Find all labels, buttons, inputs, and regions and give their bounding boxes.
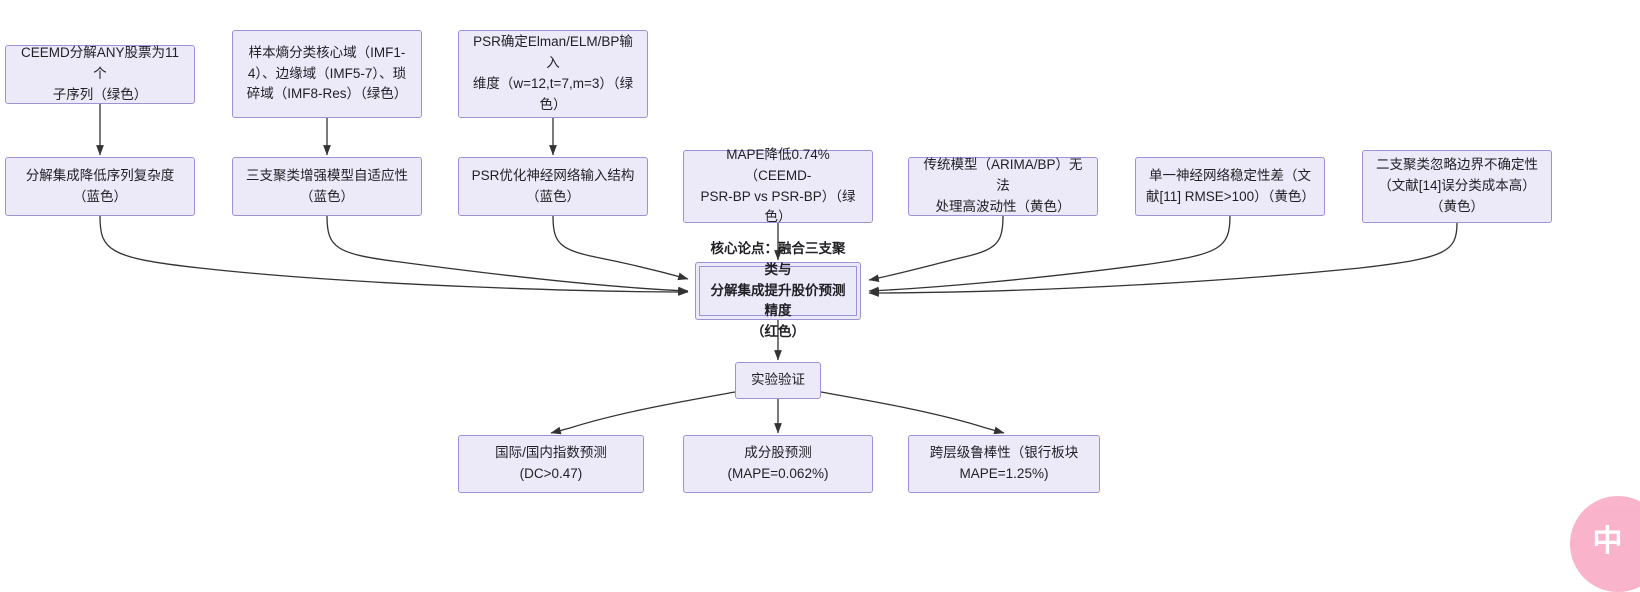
- node-label: CEEMD分解ANY股票为11个 子序列（绿色）: [20, 45, 180, 102]
- node-sample-entropy-classification[interactable]: 样本熵分类核心域（IMF1- 4）、边缘域（IMF5-7）、琐 碎域（IMF8-…: [232, 30, 422, 118]
- node-label: 跨层级鲁棒性（银行板块 MAPE=1.25%): [929, 445, 1079, 481]
- node-label: 国际/国内指数预测 (DC>0.47): [495, 445, 607, 481]
- node-label: 传统模型（ARIMA/BP）无法 处理高波动性（黄色）: [923, 157, 1083, 214]
- node-experimental-verification[interactable]: 实验验证: [735, 362, 821, 399]
- node-label: 成分股预测 (MAPE=0.062%): [727, 445, 829, 481]
- edge-n5-core: [326, 215, 689, 295]
- node-two-way-clustering-limitation[interactable]: 二支聚类忽略边界不确定性 （文献[14]误分类成本高） （黄色）: [1362, 150, 1552, 223]
- node-label: 三支聚类增强模型自适应性 （蓝色）: [246, 167, 408, 204]
- node-label: 分解集成降低序列复杂度 （蓝色）: [25, 167, 175, 204]
- node-psr-input-dimension[interactable]: PSR确定Elman/ELM/BP输入 维度（w=12,t=7,m=3）（绿 色…: [458, 30, 648, 118]
- node-label: PSR优化神经网络输入结构 （蓝色）: [471, 167, 635, 204]
- node-decomposition-reduces-complexity[interactable]: 分解集成降低序列复杂度 （蓝色）: [5, 157, 195, 216]
- node-single-network-instability[interactable]: 单一神经网络稳定性差（文 献[11] RMSE>100）（黄色）: [1135, 157, 1325, 216]
- node-constituent-stock-result[interactable]: 成分股预测 (MAPE=0.062%): [683, 435, 873, 493]
- node-traditional-model-limitation[interactable]: 传统模型（ARIMA/BP）无法 处理高波动性（黄色）: [908, 157, 1098, 216]
- node-label: 单一神经网络稳定性差（文 献[11] RMSE>100）（黄色）: [1146, 167, 1315, 204]
- watermark-text: 中: [1592, 525, 1624, 558]
- edge-n4-core: [99, 215, 689, 296]
- node-index-forecast-result[interactable]: 国际/国内指数预测 (DC>0.47): [458, 435, 644, 493]
- node-core-claim[interactable]: 核心论点：融合三支聚类与 分解集成提升股价预测精度 （红色）: [695, 241, 861, 339]
- edge-n11-n14: [820, 391, 1005, 435]
- node-label: 样本熵分类核心域（IMF1- 4）、边缘域（IMF5-7）、琐 碎域（IMF8-…: [246, 44, 408, 102]
- node-label: 二支聚类忽略边界不确定性 （文献[14]误分类成本高） （黄色）: [1376, 157, 1538, 214]
- node-three-way-clustering-adaptivity[interactable]: 三支聚类增强模型自适应性 （蓝色）: [232, 157, 422, 216]
- node-label: PSR确定Elman/ELM/BP输入 维度（w=12,t=7,m=3）（绿 色…: [472, 34, 634, 112]
- edge-n11-n12: [550, 391, 736, 435]
- node-label: 核心论点：融合三支聚类与 分解集成提升股价预测精度 （红色）: [710, 240, 846, 340]
- node-cross-level-robustness-result[interactable]: 跨层级鲁棒性（银行板块 MAPE=1.25%): [908, 435, 1100, 493]
- node-ceemd-decomposition[interactable]: CEEMD分解ANY股票为11个 子序列（绿色）: [5, 45, 195, 104]
- edge-n9-core: [868, 215, 1231, 295]
- node-psr-optimizes-network-input[interactable]: PSR优化神经网络输入结构 （蓝色）: [458, 157, 648, 216]
- node-label: MAPE降低0.74%（CEEMD- PSR-BP vs PSR-BP）（绿 色…: [700, 146, 856, 225]
- node-label: 实验验证: [751, 372, 805, 388]
- edge-n8-core: [868, 215, 1004, 282]
- edge-n10-core: [868, 222, 1458, 297]
- edge-n6-core: [552, 215, 689, 281]
- watermark-badge: 中: [1570, 496, 1640, 592]
- diagram-canvas: CEEMD分解ANY股票为11个 子序列（绿色） 样本熵分类核心域（IMF1- …: [5, 30, 1640, 592]
- node-mape-reduction-evidence[interactable]: MAPE降低0.74%（CEEMD- PSR-BP vs PSR-BP）（绿 色…: [683, 147, 873, 224]
